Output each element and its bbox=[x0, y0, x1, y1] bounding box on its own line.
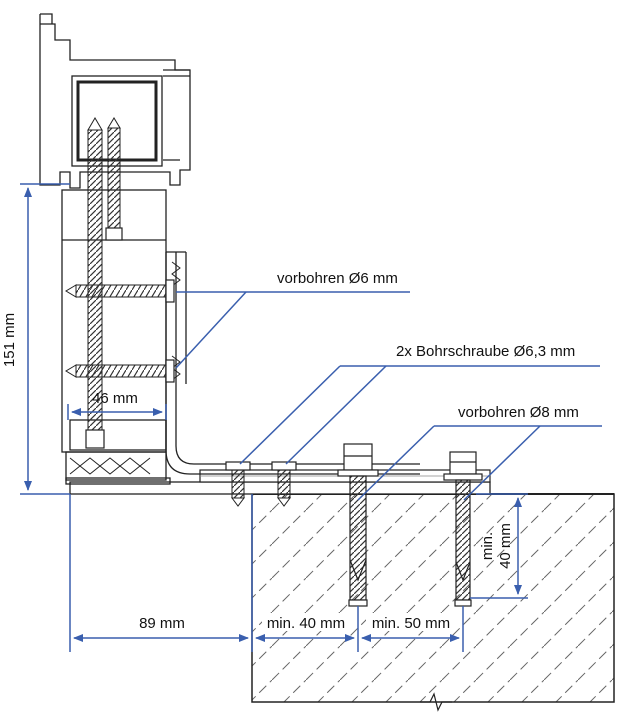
dim-min50-label: min. 50 mm bbox=[372, 615, 450, 632]
predrill-8-label: vorbohren Ø8 mm bbox=[458, 404, 579, 421]
dim-min40-vert-group bbox=[470, 493, 528, 599]
dim-46-group bbox=[67, 404, 167, 420]
drill-screw-1 bbox=[225, 461, 251, 507]
drill-screws-label: 2x Bohrschraube Ø6,3 mm bbox=[396, 343, 575, 360]
predrill-6-label: vorbohren Ø6 mm bbox=[277, 270, 398, 287]
dim-46-label: 46 mm bbox=[92, 390, 138, 407]
dim-151-label: 151 mm bbox=[1, 313, 18, 367]
horizontal-screw-lower bbox=[65, 359, 175, 383]
horizontal-screw-upper bbox=[65, 279, 175, 303]
dim-min40-vert-line1: min. bbox=[479, 532, 496, 560]
dim-89-label: 89 mm bbox=[139, 615, 185, 632]
dim-bottom-group bbox=[69, 494, 464, 652]
drill-screw-2 bbox=[271, 461, 297, 507]
concrete-slab bbox=[251, 493, 615, 712]
vertical-screw-right bbox=[105, 117, 123, 241]
anchor-bolt-2 bbox=[443, 451, 483, 607]
anchor-bolt-1 bbox=[337, 443, 379, 607]
leader-drill-screws bbox=[239, 365, 600, 465]
vertical-screw-left bbox=[85, 117, 105, 449]
dim-151-group bbox=[20, 183, 70, 495]
dim-min40-vert-label: min. bbox=[479, 532, 496, 560]
angle-bracket bbox=[165, 251, 420, 475]
leader-predrill-6 bbox=[175, 291, 410, 369]
dim-min40-label: min. 40 mm bbox=[267, 615, 345, 632]
dim-min40-vert-label2: 40 mm bbox=[497, 523, 514, 569]
leader-predrill-8 bbox=[357, 425, 602, 501]
